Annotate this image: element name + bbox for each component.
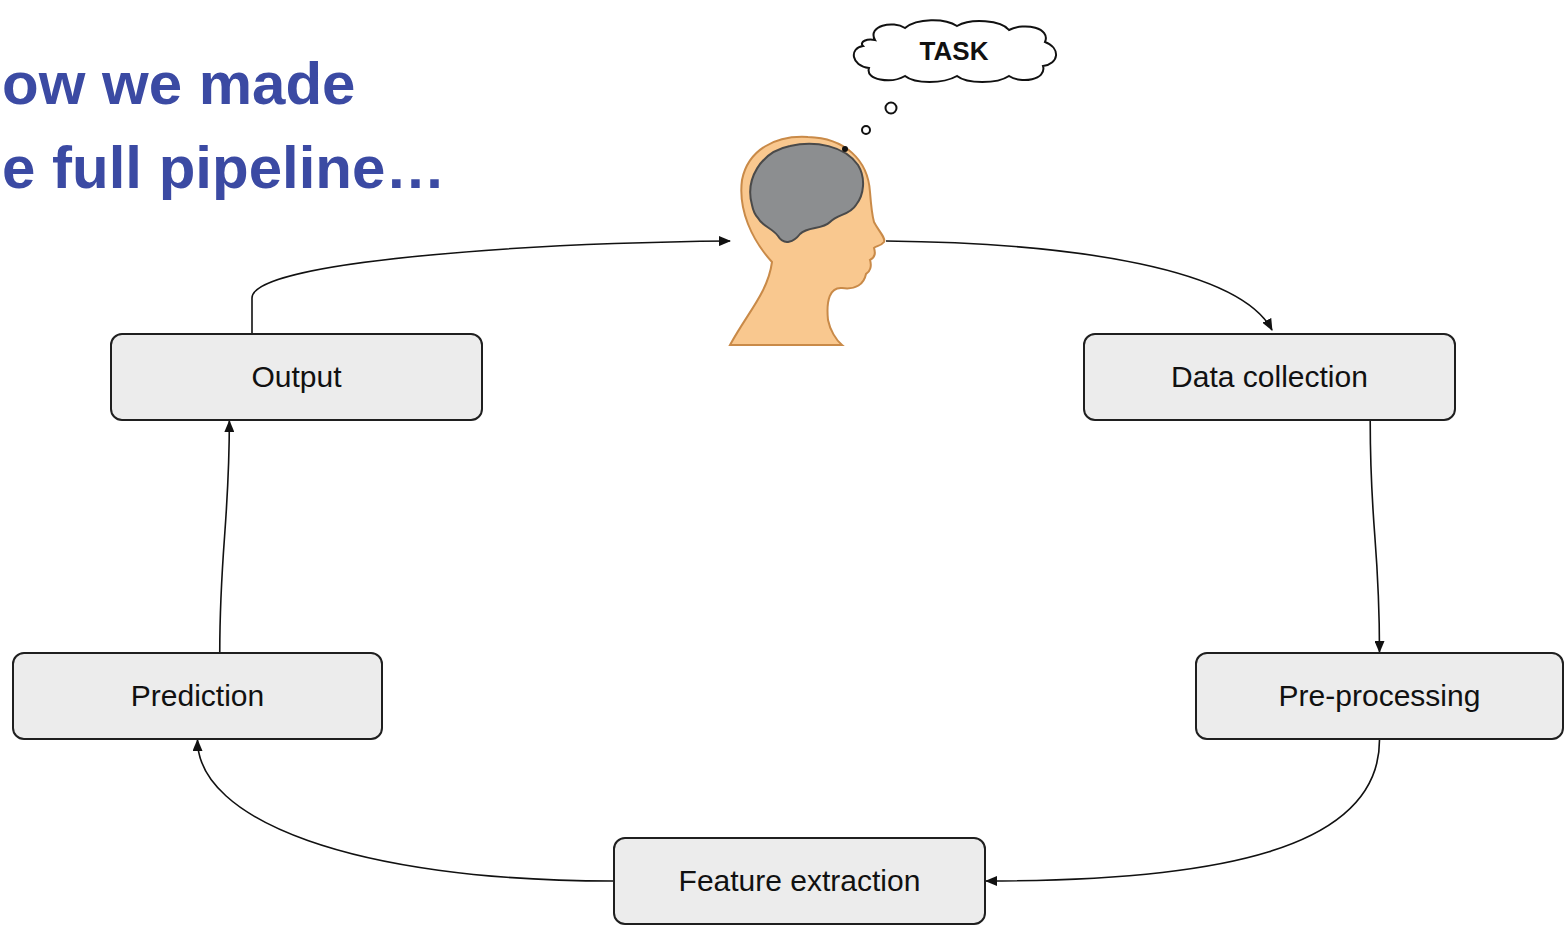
thought-dot (842, 146, 848, 152)
thought-cloud: TASK (845, 18, 1063, 84)
box-label: Feature extraction (679, 864, 921, 898)
box-label: Pre-processing (1279, 679, 1481, 713)
cloud-label: TASK (920, 36, 989, 67)
process-box: Data collection (1083, 333, 1456, 421)
thought-bubble (862, 126, 870, 134)
process-box: Output (110, 333, 483, 421)
head-profile (730, 137, 884, 345)
flow-arrow (220, 421, 230, 652)
process-box: Prediction (12, 652, 383, 740)
box-label: Prediction (131, 679, 264, 713)
flow-arrow (986, 740, 1380, 881)
process-box: Feature extraction (613, 837, 986, 925)
line-spacer (382, 42, 502, 126)
box-label: Output (251, 360, 341, 394)
return-arrow (252, 241, 730, 333)
task-arrow (886, 241, 1272, 330)
box-label: Data collection (1171, 360, 1368, 394)
brain (750, 144, 863, 242)
slide-title: ow we made e full pipeline… (2, 42, 502, 210)
flow-arrow (1370, 421, 1379, 652)
flow-arrow (198, 740, 614, 881)
thought-bubble (886, 103, 897, 114)
process-box: Pre-processing (1195, 652, 1564, 740)
